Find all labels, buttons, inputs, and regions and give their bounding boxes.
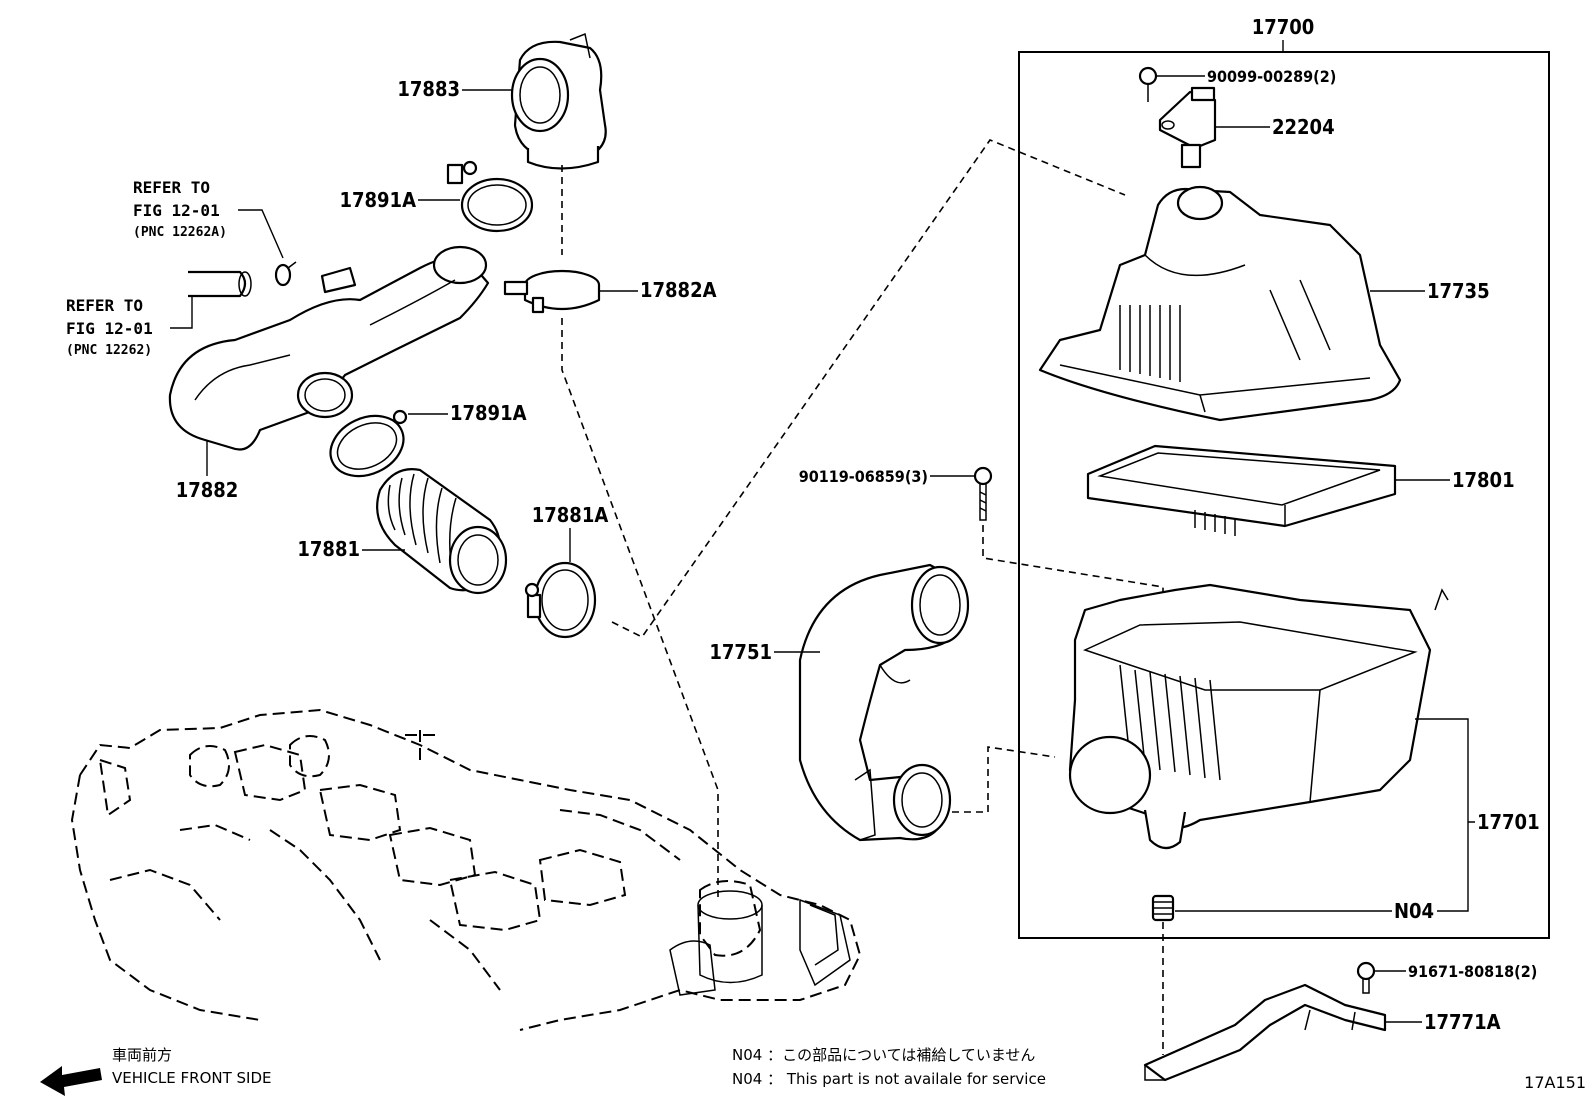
reference-1-line2[interactable]: FIG 12-01 [133, 201, 220, 220]
label-90119-06859[interactable]: 90119-06859(3) [799, 467, 928, 486]
assembly-17700-box [1018, 51, 1550, 939]
direction-en: VEHICLE FRONT SIDE [112, 1069, 272, 1087]
label-17735[interactable]: 17735 [1427, 279, 1490, 303]
note-en: N04 ： This part is not availale for serv… [732, 1070, 1046, 1088]
label-17882A[interactable]: 17882A [640, 278, 717, 302]
reference-2-line1: REFER TO [66, 296, 143, 315]
label-17771A[interactable]: 17771A [1424, 1010, 1501, 1034]
label-17701[interactable]: 17701 [1477, 810, 1540, 834]
part-17771A-shape[interactable] [1143, 983, 1387, 1082]
reference-2-pnc: (PNC 12262) [66, 343, 152, 358]
part-N04-shape[interactable] [1151, 894, 1175, 922]
part-17801-shape[interactable] [1086, 444, 1397, 536]
reference-2: REFER TO FIG 12-01 (PNC 12262) [66, 270, 252, 358]
label-22204[interactable]: 22204 [1272, 115, 1335, 139]
reference-2-hose [188, 270, 247, 298]
label-N04[interactable]: N04 [1394, 899, 1434, 923]
vehicle-front-direction: 車両前方 VEHICLE FRONT SIDE [40, 1046, 272, 1096]
label-17891A-mid[interactable]: 17891A [450, 401, 527, 425]
direction-jp: 車両前方 [112, 1046, 172, 1064]
reference-1-line1: REFER TO [133, 178, 210, 197]
label-17881[interactable]: 17881 [297, 537, 360, 561]
label-17881A[interactable]: 17881A [532, 503, 609, 527]
notes: N04 ：この部品については補給していません N04 ： This part i… [732, 1046, 1046, 1088]
part-91671-bolt-shape[interactable] [1356, 961, 1376, 994]
part-17735-shape[interactable] [1038, 185, 1402, 422]
label-17801[interactable]: 17801 [1452, 468, 1515, 492]
note-jp: N04 ：この部品については補給していません [732, 1046, 1035, 1064]
part-22204-sensor-shape[interactable] [1158, 86, 1217, 169]
part-90099-bolt-shape[interactable] [1138, 66, 1158, 102]
part-17701-shape[interactable] [1068, 583, 1449, 850]
label-91671-80818[interactable]: 91671-80818(2) [1408, 962, 1537, 981]
label-17882[interactable]: 17882 [176, 478, 239, 502]
part-17881A-shape[interactable] [524, 561, 597, 639]
label-17883[interactable]: 17883 [397, 77, 460, 101]
figure-id: 17A151 [1524, 1073, 1586, 1092]
engine-outline [70, 708, 862, 1031]
part-17882-shape[interactable] [168, 245, 490, 451]
label-17891A-top[interactable]: 17891A [339, 188, 416, 212]
reference-1: REFER TO FIG 12-01 (PNC 12262A) [133, 178, 297, 287]
part-17751-shape[interactable] [798, 563, 970, 842]
part-90119-bolt-shape[interactable] [973, 466, 993, 521]
front-arrow-icon [40, 1066, 102, 1096]
reference-1-pnc: (PNC 12262A) [133, 225, 227, 240]
reference-2-line2[interactable]: FIG 12-01 [66, 319, 153, 338]
part-17891A-top-shape[interactable] [446, 160, 534, 233]
part-17881-shape[interactable] [376, 468, 508, 595]
part-17883-shape[interactable] [510, 32, 607, 170]
part-17882A-shape[interactable] [503, 269, 601, 314]
label-17751[interactable]: 17751 [709, 640, 772, 664]
label-17700[interactable]: 17700 [1252, 15, 1315, 39]
label-90099-00289[interactable]: 90099-00289(2) [1207, 67, 1336, 86]
reference-1-hose-clip [274, 263, 292, 287]
part-17891A-mid-shape[interactable] [321, 405, 414, 488]
